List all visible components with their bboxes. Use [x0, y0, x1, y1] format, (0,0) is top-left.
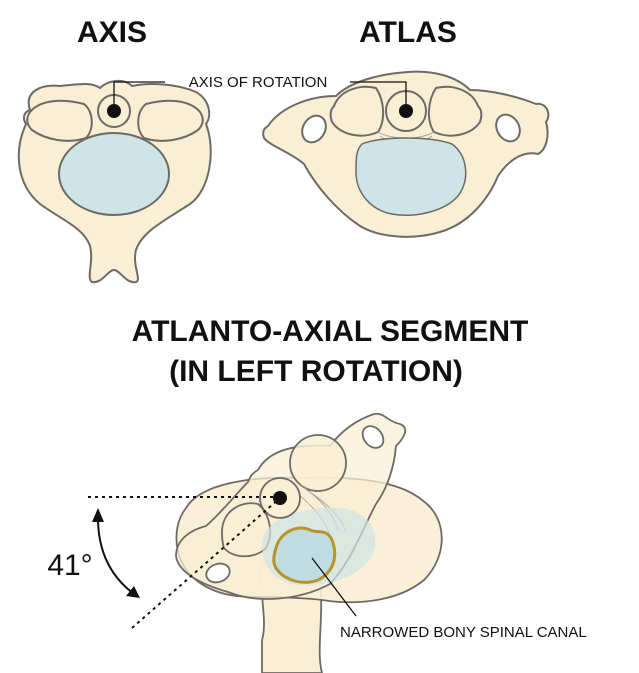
axis-spinal-canal [59, 133, 169, 215]
angle-arc [98, 518, 134, 594]
segment-title-line2: (IN LEFT ROTATION) [169, 355, 463, 388]
segment-title-line1: ATLANTO-AXIAL SEGMENT [132, 315, 529, 348]
narrowed-canal-outline [274, 528, 335, 582]
atlas-rotation-dot [399, 104, 413, 118]
axis-vertebra [19, 81, 211, 282]
angle-label: 41° [47, 549, 92, 582]
atlas-spinal-canal [356, 138, 466, 215]
atlas-title: ATLAS [359, 16, 457, 49]
angle-arrowhead-top [92, 508, 104, 522]
axis-title: AXIS [77, 16, 147, 49]
segment-upper-facet [290, 435, 346, 491]
angle-arrowhead-bottom [126, 586, 140, 598]
axis-of-rotation-label: AXIS OF ROTATION [189, 74, 328, 91]
canal-label: NARROWED BONY SPINAL CANAL [340, 624, 587, 641]
axis-rotation-dot [107, 104, 121, 118]
